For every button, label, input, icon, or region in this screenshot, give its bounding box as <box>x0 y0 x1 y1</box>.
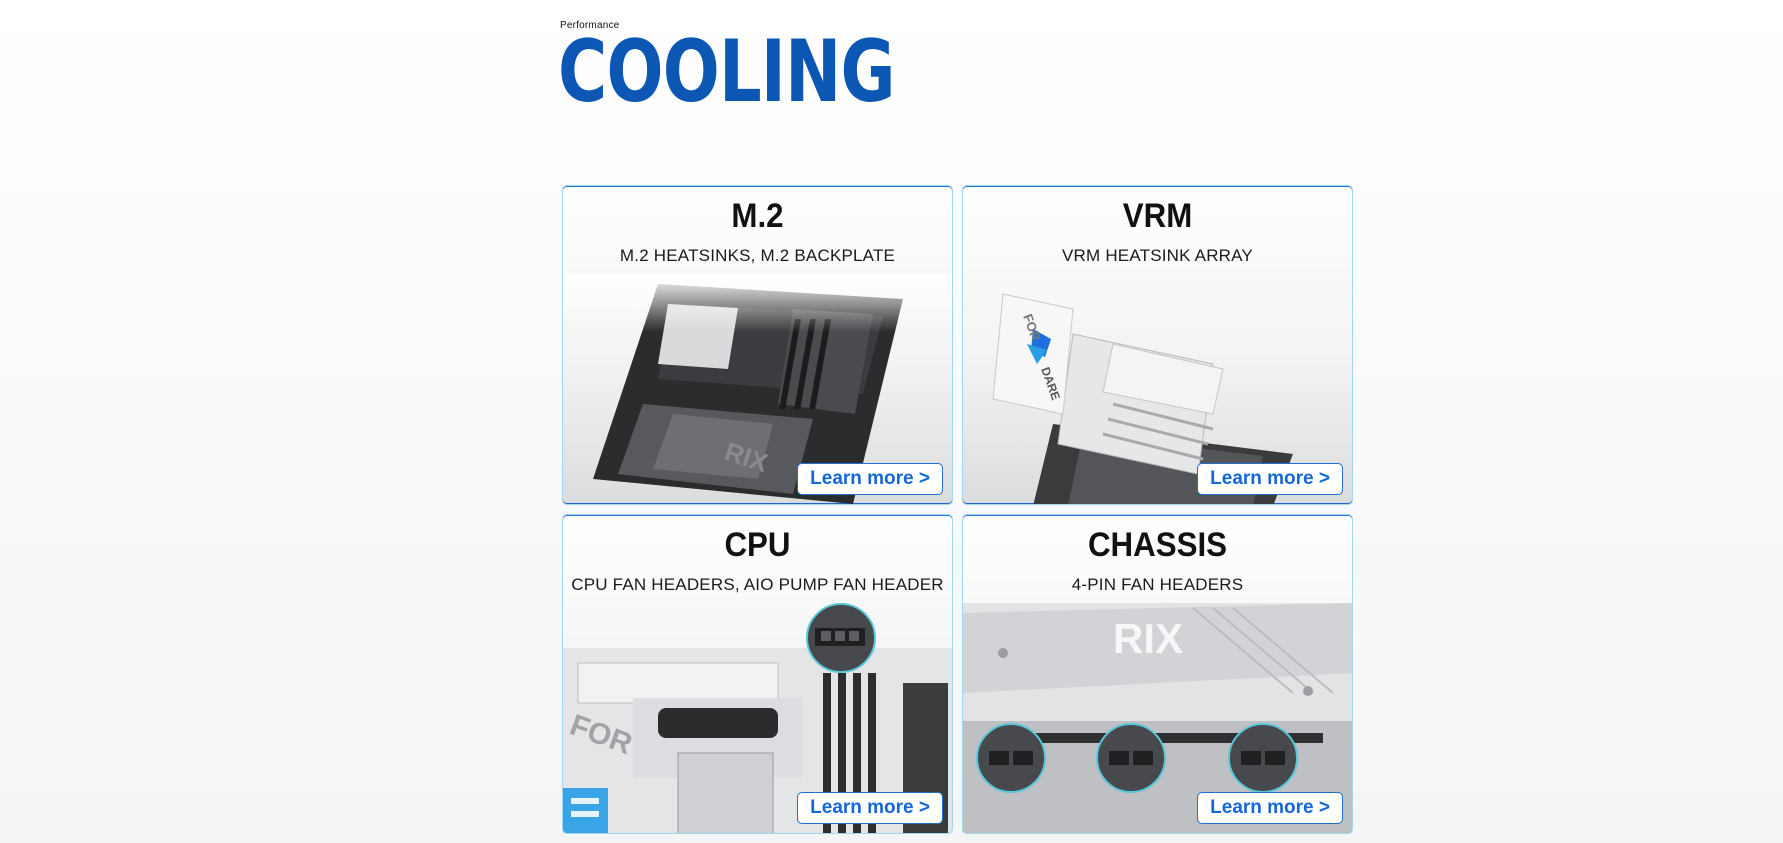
section-title: COOLING <box>558 22 896 122</box>
feature-card-grid: RIX M.2 M.2 HEATSINKS, M.2 BACKPLATE Lea… <box>562 185 1354 835</box>
card-subtitle: CPU FAN HEADERS, AIO PUMP FAN HEADER <box>571 575 944 594</box>
card-subtitle: 4-PIN FAN HEADERS <box>1071 575 1244 594</box>
card-title: VRM <box>1122 197 1193 235</box>
chassis-fan-header-image: RIX <box>963 603 1352 833</box>
card-title: CPU <box>724 526 791 564</box>
feature-card-chassis: RIX CHASSIS 4-PIN FAN HEADERS <box>962 514 1353 834</box>
svg-text:RIX: RIX <box>1113 615 1183 662</box>
feature-card-cpu: FOR CPU CPU FAN HEADERS, AIO PUMP FAN HE… <box>562 514 953 834</box>
learn-more-cpu-button[interactable]: Learn more > <box>797 792 943 824</box>
section-eyebrow: Performance <box>560 20 620 31</box>
card-subtitle: M.2 HEATSINKS, M.2 BACKPLATE <box>619 246 896 265</box>
m2-motherboard-image: RIX <box>563 274 952 504</box>
learn-more-chassis-button[interactable]: Learn more > <box>1197 792 1343 824</box>
card-subtitle: VRM HEATSINK ARRAY <box>1062 246 1253 265</box>
feature-card-vrm: FOR DARE VRM VRM HEATSINK ARRAY Learn mo… <box>962 185 1353 505</box>
learn-more-vrm-button[interactable]: Learn more > <box>1197 463 1343 495</box>
learn-more-m2-button[interactable]: Learn more > <box>797 463 943 495</box>
feature-card-m2: RIX M.2 M.2 HEATSINKS, M.2 BACKPLATE Lea… <box>562 185 953 505</box>
card-title: CHASSIS <box>1087 526 1228 564</box>
card-title: M.2 <box>731 197 784 235</box>
vrm-heatsink-image: FOR DARE <box>963 274 1352 504</box>
